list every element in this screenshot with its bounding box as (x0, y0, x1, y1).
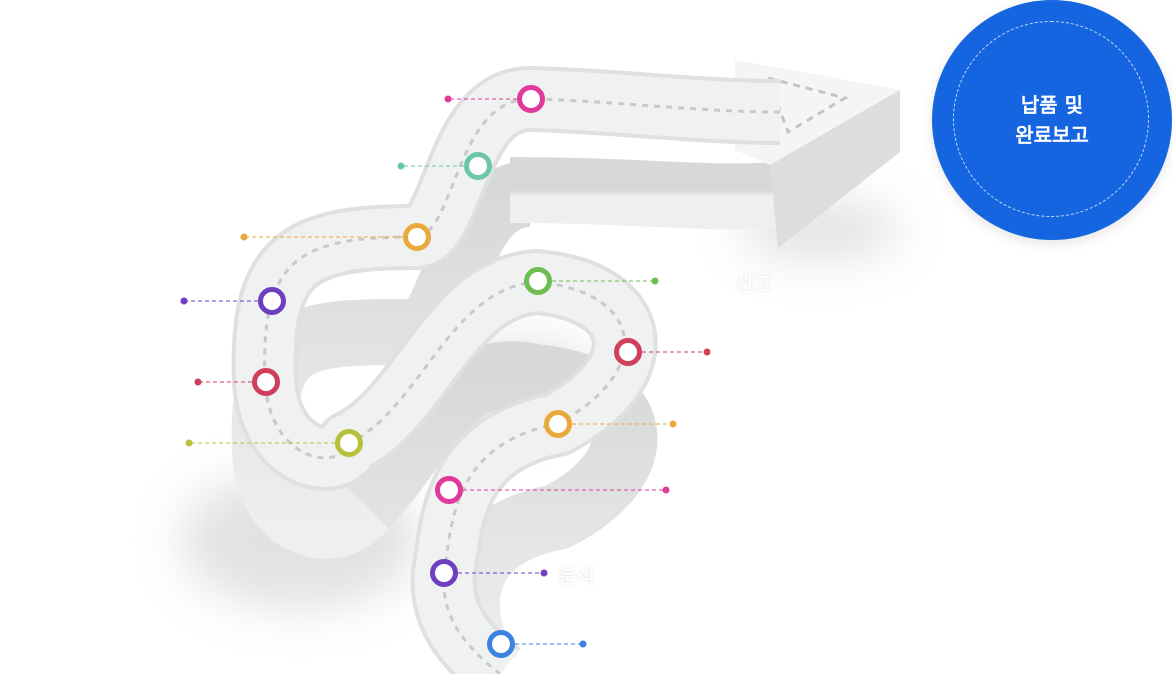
faint-label-1: 선고 (735, 272, 772, 296)
milestone-marker-4 (258, 287, 286, 315)
milestone-endpoint-dot-8 (703, 348, 711, 356)
milestone-marker-10 (435, 476, 463, 504)
milestone-connectors (180, 95, 711, 648)
milestone-endpoint-dot-2 (397, 162, 405, 170)
milestone-endpoint-dot-9 (669, 420, 677, 428)
milestone-marker-3 (403, 223, 431, 251)
milestone-endpoint-dot-11 (540, 569, 548, 577)
milestone-marker-6 (335, 429, 363, 457)
faint-label-2: 분석 (558, 564, 595, 588)
milestone-endpoint-dot-1 (444, 95, 452, 103)
milestone-marker-2 (464, 152, 492, 180)
milestone-marker-8 (614, 338, 642, 366)
milestone-marker-12 (487, 630, 515, 658)
milestone-endpoint-dot-6 (185, 439, 193, 447)
milestone-endpoint-dot-3 (240, 233, 248, 241)
milestone-marker-1 (517, 85, 545, 113)
badge-dashed-ring (953, 21, 1149, 217)
milestone-marker-7 (524, 267, 552, 295)
milestone-endpoint-dot-5 (194, 378, 202, 386)
milestone-marker-9 (544, 410, 572, 438)
final-step-label: 납품 및 완료보고 (1015, 93, 1089, 147)
final-step-badge: 납품 및 완료보고 (932, 0, 1172, 240)
milestone-endpoint-dot-10 (662, 486, 670, 494)
milestone-endpoint-dot-12 (579, 640, 587, 648)
milestone-markers (252, 85, 642, 658)
milestone-endpoint-dot-7 (651, 277, 659, 285)
milestone-marker-5 (252, 368, 280, 396)
milestone-endpoint-dot-4 (180, 297, 188, 305)
milestone-marker-11 (430, 559, 458, 587)
